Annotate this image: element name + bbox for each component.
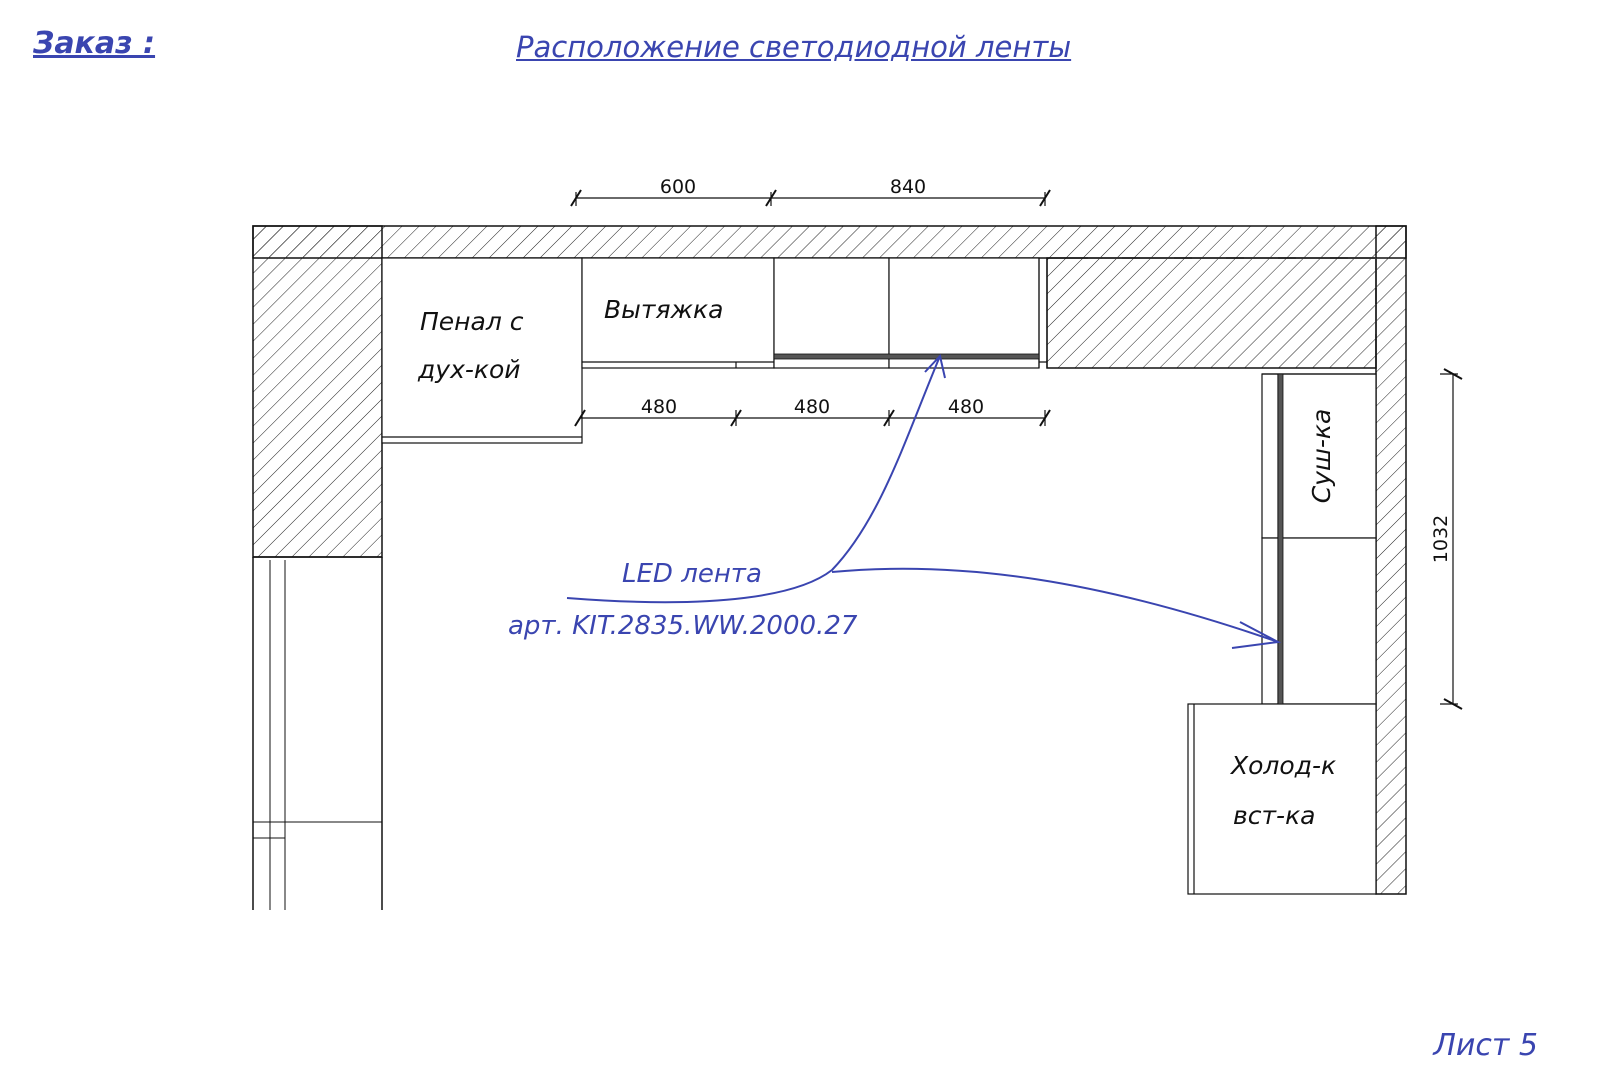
- arrow-to-right-strip: [831, 567, 1279, 643]
- label-fridge-1: Холод-к: [1229, 751, 1336, 780]
- document-title: Расположение светодиодной ленты: [516, 30, 1072, 64]
- dimension-top-upper: [570, 189, 1051, 207]
- led-strip-right: [1277, 373, 1284, 705]
- cabinet-hood: [581, 257, 775, 369]
- arrowhead-top: [924, 353, 946, 379]
- label-hood: Вытяжка: [604, 295, 723, 324]
- cabinet-penal: [381, 257, 583, 444]
- upper-cabinets: [381, 257, 1048, 444]
- right-cabinets: [1187, 373, 1377, 895]
- dim-480-1: 480: [641, 396, 677, 418]
- led-article: арт. KIT.2835.WW.2000.27: [508, 611, 858, 641]
- cabinet-3: [773, 257, 890, 369]
- arrowhead-right: [1231, 621, 1282, 649]
- led-arrows: [566, 353, 1282, 649]
- sheet-number: Лист 5: [1433, 1028, 1538, 1063]
- dimension-top-lower: [574, 409, 1051, 427]
- dim-480-2: 480: [794, 396, 830, 418]
- label-fridge-2: вст-ка: [1233, 801, 1315, 830]
- arrow-to-top-strip: [566, 355, 941, 604]
- led-label: LED лента: [622, 559, 762, 589]
- label-dryer: Суш-ка: [1307, 409, 1336, 504]
- label-penal-1: Пенал с: [420, 307, 524, 336]
- cabinet-fridge: [1187, 703, 1377, 895]
- dim-600: 600: [660, 176, 696, 198]
- order-label: Заказ :: [33, 26, 156, 61]
- led-strip-top: [773, 353, 1040, 360]
- dimension-right: [1440, 368, 1463, 710]
- dim-840: 840: [890, 176, 926, 198]
- cabinet-4: [888, 257, 1040, 369]
- label-penal-2: дух-кой: [417, 355, 521, 384]
- dim-480-3: 480: [948, 396, 984, 418]
- dim-1032: 1032: [1430, 515, 1452, 563]
